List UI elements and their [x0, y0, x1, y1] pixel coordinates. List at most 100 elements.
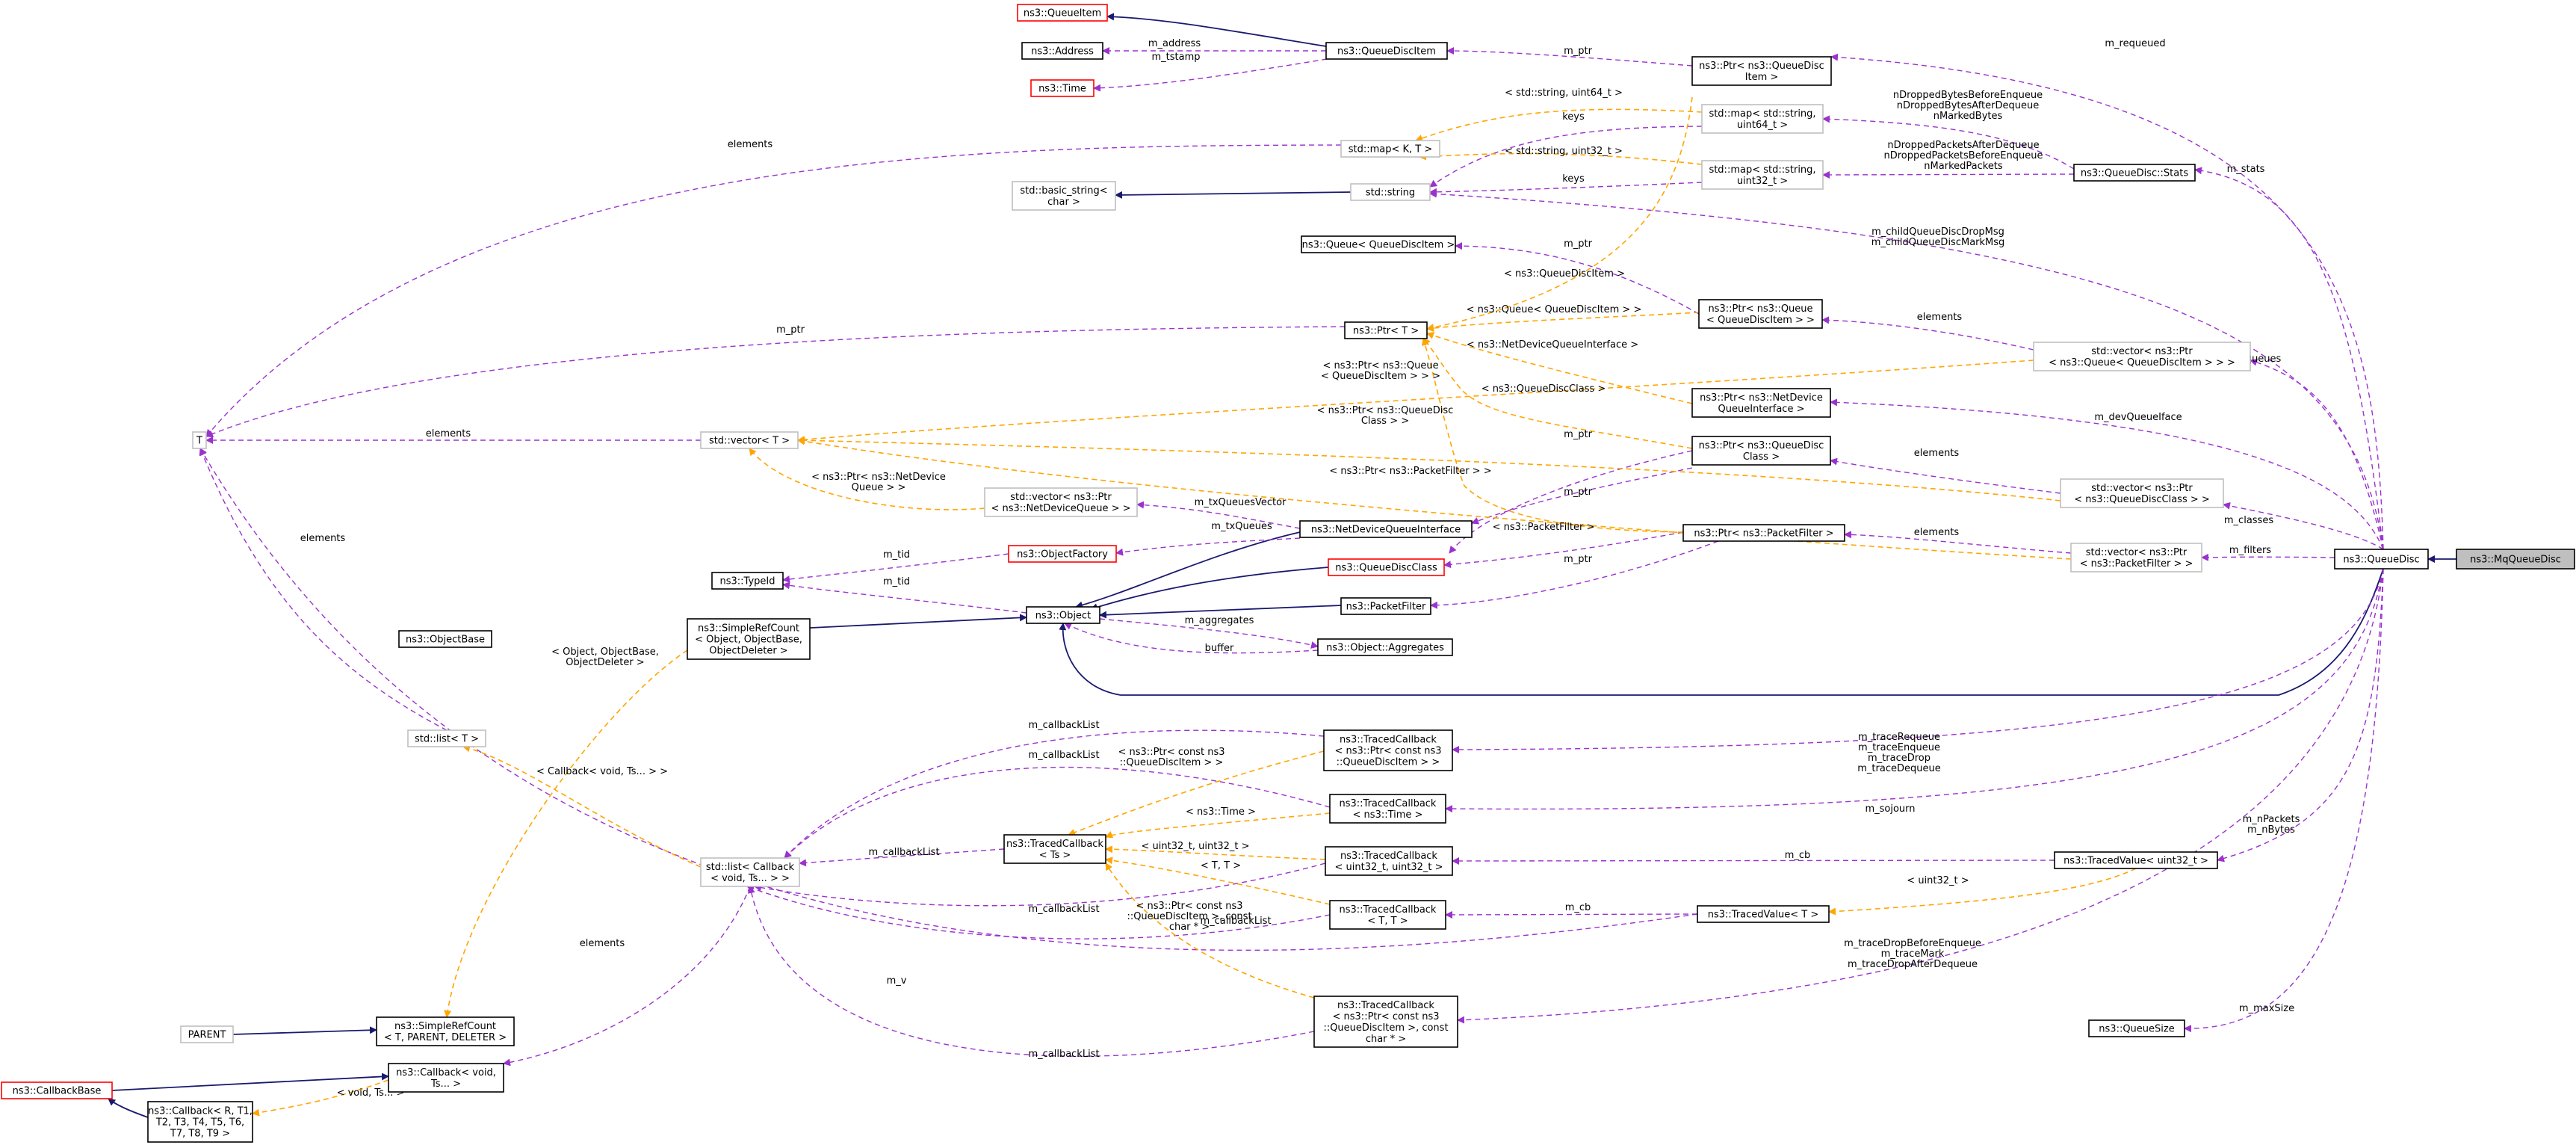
- node-label: std::map< std::string,: [1709, 108, 1815, 120]
- class-node-qd[interactable]: ns3::QueueDisc: [2334, 549, 2429, 570]
- class-node-cbR[interactable]: ns3::Callback< R, T1,T2, T3, T4, T5, T6,…: [147, 1101, 253, 1143]
- class-node-parent[interactable]: PARENT: [180, 1025, 234, 1043]
- class-node-ptrqditem[interactable]: ns3::Ptr< ns3::QueueDiscItem >: [1691, 56, 1832, 86]
- class-node-vecptrpf[interactable]: std::vector< ns3::Ptr< ns3::PacketFilter…: [2070, 543, 2202, 573]
- class-node-tcbqdichar[interactable]: ns3::TracedCallback< ns3::Ptr< const ns3…: [1313, 996, 1458, 1048]
- node-label: < T, PARENT, DELETER >: [384, 1032, 507, 1043]
- template-edge: [462, 744, 702, 868]
- class-node-listT[interactable]: std::list< T >: [407, 729, 486, 747]
- class-node-qditem[interactable]: ns3::QueueDiscItem: [1325, 42, 1448, 60]
- class-node-tvu32[interactable]: ns3::TracedValue< uint32_t >: [2054, 851, 2218, 869]
- usage-edge: [784, 729, 1325, 859]
- node-label: < ns3::Ptr< const ns3: [1333, 1011, 1440, 1022]
- edge-label: m_filters: [2229, 545, 2271, 556]
- node-label: PARENT: [188, 1030, 226, 1041]
- class-node-srcparent[interactable]: ns3::SimpleRefCount< T, PARENT, DELETER …: [376, 1016, 515, 1046]
- edge-label: < ns3::NetDeviceQueueInterface >: [1467, 339, 1638, 351]
- class-node-tcbtime[interactable]: ns3::TracedCallback< ns3::Time >: [1329, 794, 1446, 824]
- class-node-pf[interactable]: ns3::PacketFilter: [1340, 597, 1431, 615]
- edge-label: m_classes: [2224, 515, 2273, 526]
- usage-edge: [747, 886, 1315, 1057]
- edge-label: < uint32_t >: [1907, 875, 1969, 886]
- edge-label: m_ptr: [1564, 554, 1593, 565]
- node-box: [1325, 846, 1453, 876]
- usage-edge: [799, 848, 1005, 867]
- edge-label: < ns3::QueueDiscClass >: [1481, 383, 1606, 395]
- node-label: ns3::Ptr< ns3::Queue: [1708, 303, 1812, 315]
- class-node-ptrT[interactable]: ns3::Ptr< T >: [1344, 321, 1428, 339]
- inheritance-edge: [1075, 531, 1301, 609]
- class-node-tcbqdi[interactable]: ns3::TracedCallback< ns3::Ptr< const ns3…: [1323, 729, 1453, 771]
- class-node-ptrqueue[interactable]: ns3::Ptr< ns3::Queue< QueueDiscItem > >: [1698, 299, 1823, 329]
- class-node-mapkt[interactable]: std::map< K, T >: [1340, 140, 1440, 158]
- node-label: < ns3::QueueDiscClass > >: [2074, 494, 2210, 505]
- usage-edge: [1429, 190, 2384, 550]
- node-label: ns3::TracedCallback: [1340, 851, 1437, 862]
- class-node-queueqdi[interactable]: ns3::Queue< QueueDiscItem >: [1301, 235, 1456, 253]
- usage-edge: [1830, 398, 2384, 550]
- class-node-tcbu32[interactable]: ns3::TracedCallback< uint32_t, uint32_t …: [1325, 846, 1453, 876]
- class-node-vecptrqueue[interactable]: std::vector< ns3::Ptr< ns3::Queue< Queue…: [2033, 342, 2251, 371]
- node-label: ns3::Ptr< T >: [1353, 326, 1419, 337]
- usage-edge: [199, 448, 1698, 951]
- node-box: [1325, 42, 1448, 60]
- class-node-qdc[interactable]: ns3::QueueDiscClass: [1328, 558, 1445, 576]
- node-label: ns3::Ptr< ns3::QueueDisc: [1699, 61, 1824, 72]
- edge-label: < Object, ObjectBase,: [551, 646, 659, 658]
- class-node-objfac[interactable]: ns3::ObjectFactory: [1008, 545, 1117, 563]
- class-node-listcb[interactable]: std::list< Callback< void, Ts... > >: [700, 857, 800, 887]
- node-label: std::basic_string<: [1020, 185, 1107, 197]
- node-label: T: [196, 436, 202, 447]
- usage-edge: [1443, 531, 1684, 569]
- usage-edge: [1452, 857, 2055, 865]
- usage-edge: [2194, 167, 2384, 550]
- node-label: ns3::CallbackBase: [13, 1086, 102, 1097]
- class-node-stats[interactable]: ns3::QueueDisc::Stats: [2073, 164, 2196, 182]
- class-node-srcobj[interactable]: ns3::SimpleRefCount< Object, ObjectBase,…: [687, 618, 811, 660]
- edge-label: elements: [728, 139, 773, 150]
- class-node-typeid[interactable]: ns3::TypeId: [711, 572, 784, 590]
- class-node-bstr[interactable]: std::basic_string<char >: [1012, 181, 1116, 211]
- node-label: < void, Ts... > >: [710, 873, 790, 884]
- class-node-aggr[interactable]: ns3::Object::Aggregates: [1317, 638, 1453, 656]
- template-edge: [1068, 750, 1325, 836]
- edge-label: nMarkedPackets: [1924, 161, 2003, 172]
- class-node-vecptrqdc[interactable]: std::vector< ns3::Ptr< ns3::QueueDiscCla…: [2060, 478, 2224, 508]
- class-node-tvT[interactable]: ns3::TracedValue< T >: [1697, 905, 1830, 923]
- class-node-tcbts[interactable]: ns3::TracedCallback< Ts >: [1003, 834, 1106, 864]
- node-box: [2073, 164, 2196, 182]
- class-node-cbbase[interactable]: ns3::CallbackBase: [1, 1081, 113, 1099]
- class-node-T[interactable]: T: [192, 431, 207, 449]
- class-node-ptrqdc[interactable]: ns3::Ptr< ns3::QueueDiscClass >: [1691, 436, 1831, 466]
- node-label: std::list< Callback: [706, 862, 795, 873]
- class-node-vecT[interactable]: std::vector< T >: [700, 431, 799, 449]
- class-node-objbase[interactable]: ns3::ObjectBase: [398, 630, 492, 648]
- class-node-object[interactable]: ns3::Object: [1026, 606, 1100, 624]
- edge-label: m_ptr: [1564, 487, 1593, 498]
- class-node-map64[interactable]: std::map< std::string,uint64_t >: [1701, 104, 1824, 134]
- node-label: Class >: [1743, 451, 1780, 463]
- edge-label: char * >: [1169, 922, 1210, 933]
- class-node-qitem[interactable]: ns3::QueueItem: [1017, 4, 1108, 22]
- class-node-ndqi[interactable]: ns3::NetDeviceQueueInterface: [1299, 520, 1473, 538]
- class-node-vecptrndq[interactable]: std::vector< ns3::Ptr< ns3::NetDeviceQue…: [984, 487, 1138, 517]
- class-node-mqqd[interactable]: ns3::MqQueueDisc: [2456, 549, 2575, 570]
- class-node-ptrndqi[interactable]: ns3::Ptr< ns3::NetDeviceQueueInterface >: [1691, 388, 1831, 418]
- edge-label: < Callback< void, Ts... > >: [536, 766, 668, 777]
- node-label: std::map< K, T >: [1349, 144, 1433, 155]
- node-label: ns3::Ptr< ns3::NetDevice: [1700, 392, 1823, 404]
- edge-label: < ns3::Ptr< ns3::PacketFilter > >: [1329, 466, 1491, 477]
- node-label: ns3::Address: [1031, 46, 1094, 58]
- class-node-tcbTT[interactable]: ns3::TracedCallback< T, T >: [1329, 900, 1446, 930]
- class-node-map32[interactable]: std::map< std::string,uint32_t >: [1701, 160, 1824, 190]
- class-node-time[interactable]: ns3::Time: [1030, 79, 1095, 97]
- class-node-qsize[interactable]: ns3::QueueSize: [2088, 1019, 2185, 1037]
- class-node-ptrpf[interactable]: ns3::Ptr< ns3::PacketFilter >: [1682, 524, 1845, 542]
- class-node-str[interactable]: std::string: [1350, 183, 1431, 201]
- class-node-cbvoid[interactable]: ns3::Callback< void,Ts... >: [388, 1063, 504, 1093]
- node-box: [2060, 478, 2224, 508]
- edge-label: < ns3::Queue< QueueDiscItem > >: [1467, 304, 1642, 315]
- class-node-addr[interactable]: ns3::Address: [1021, 42, 1103, 60]
- edge-label: m_nBytes: [2247, 824, 2295, 836]
